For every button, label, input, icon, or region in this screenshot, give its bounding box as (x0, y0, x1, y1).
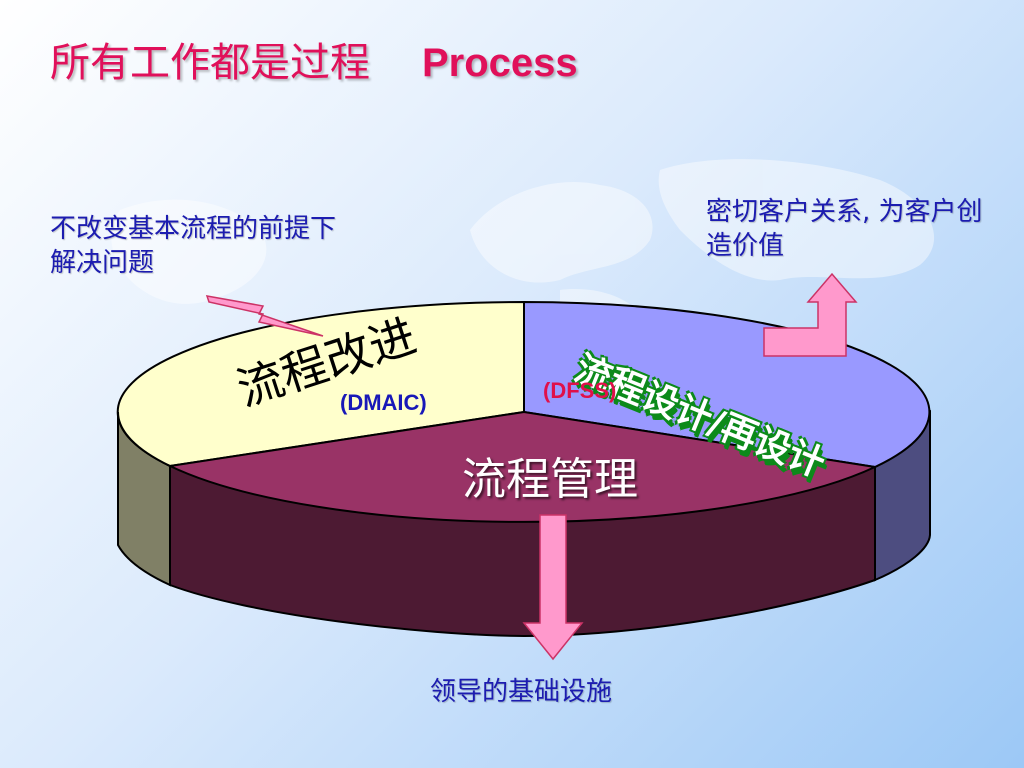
segment-tag-dfss: (DFSS) (543, 378, 617, 403)
title-english: Process (422, 41, 578, 85)
pie-slice-improve-edge (116, 411, 171, 467)
segment-label-management: 流程管理 (462, 454, 638, 505)
note-right: 密切客户关系, 为客户创造价值 (706, 197, 983, 261)
arrow-down-icon (522, 514, 584, 661)
title-chinese: 所有工作都是过程 (50, 40, 370, 86)
slide-title: 所有工作都是过程 Process (50, 30, 578, 88)
segment-tag-dmaic: (DMAIC) (340, 390, 427, 415)
note-left: 不改变基本流程的前提下解决问题 (50, 214, 337, 278)
note-bottom: 领导的基础设施 (430, 677, 613, 707)
bent-arrow-up-icon (763, 272, 858, 357)
pie-slice-management (166, 410, 879, 523)
lightning-bolt-icon (205, 295, 324, 337)
